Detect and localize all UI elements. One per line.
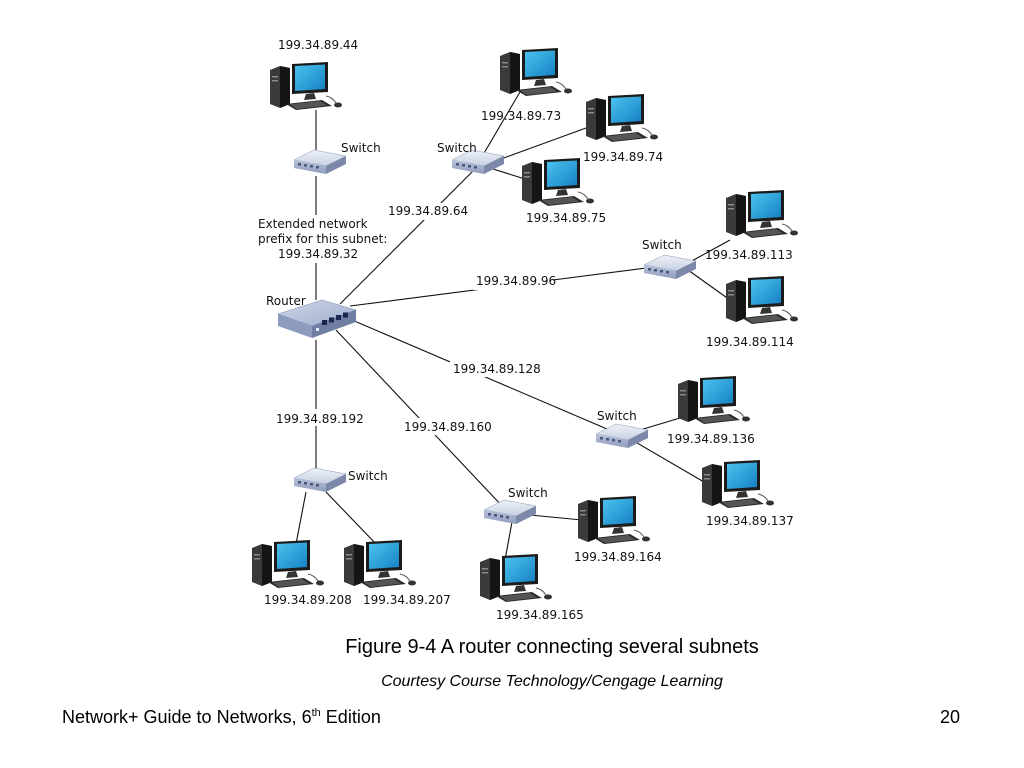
line-router-switch64	[339, 165, 479, 305]
link-label: 199.34.89.192	[276, 412, 364, 426]
host-label: 199.34.89.74	[583, 150, 663, 164]
network-diagram: 199.34.89.44 Switch Extended network pre…	[251, 38, 799, 622]
host-label: 199.34.89.114	[706, 335, 794, 349]
computer-icon	[499, 47, 573, 97]
computer-icon	[577, 495, 651, 545]
host-label: 199.34.89.207	[363, 593, 451, 607]
line-switch-pc136	[639, 417, 681, 431]
computer-icon	[725, 275, 799, 325]
router-label: Router	[266, 294, 306, 308]
line-switch-pc114	[687, 269, 731, 301]
switch-label: Switch	[341, 141, 381, 155]
line-switch-pc73	[479, 91, 521, 161]
line-switch-pc137	[631, 439, 705, 483]
switch-label: Switch	[642, 238, 682, 252]
host-label: 199.34.89.136	[667, 432, 755, 446]
computer-icon	[343, 539, 417, 589]
switch-icon	[293, 149, 347, 175]
computer-icon	[701, 459, 775, 509]
switch-icon	[643, 254, 697, 280]
courtesy-credit: Courtesy Course Technology/Cengage Learn…	[381, 673, 723, 690]
computer-icon	[585, 93, 659, 143]
computer-icon	[479, 553, 553, 603]
switch-label: Switch	[508, 486, 548, 500]
switch-label: Switch	[437, 141, 477, 155]
host-label: 199.34.89.165	[496, 608, 584, 622]
link-label: 199.34.89.96	[476, 274, 556, 288]
line-switch-pc207	[325, 491, 379, 547]
host-label: 199.34.89.137	[706, 514, 794, 528]
link-label: 199.34.89.64	[388, 204, 468, 218]
link-label: 199.34.89.128	[453, 362, 541, 376]
computer-icon	[269, 61, 343, 111]
computer-icon	[725, 189, 799, 239]
footer-title-prefix: Network+ Guide to Networks, 6	[62, 707, 312, 727]
host-label: 199.34.89.208	[264, 593, 352, 607]
figure-caption: Figure 9-4 A router connecting several s…	[345, 636, 759, 658]
line-switch-pc74	[489, 127, 587, 164]
prefix-label-line1: Extended network	[258, 217, 368, 231]
host-label: 199.34.89.44	[278, 38, 358, 52]
switch-icon	[293, 467, 347, 493]
switch-label: Switch	[348, 469, 388, 483]
footer-book-title: Network+ Guide to Networks, 6th Edition	[62, 707, 381, 728]
link-label: 199.34.89.160	[404, 420, 492, 434]
switch-label: Switch	[597, 409, 637, 423]
page-number: 20	[940, 707, 961, 727]
switch-icon	[483, 499, 537, 525]
line-switch-pc75	[489, 167, 529, 181]
prefix-label-line3: 199.34.89.32	[278, 247, 358, 261]
computer-icon	[677, 375, 751, 425]
line-switch-pc165	[504, 521, 513, 561]
line-switch-pc113	[689, 239, 731, 263]
host-label: 199.34.89.73	[481, 109, 561, 123]
host-label: 199.34.89.75	[526, 211, 606, 225]
footer-title-sup: th	[311, 707, 321, 719]
computer-icon	[521, 157, 595, 207]
footer-title-suffix: Edition	[320, 707, 381, 727]
prefix-label-line2: prefix for this subnet:	[258, 232, 387, 246]
computer-icon	[251, 539, 325, 589]
host-label: 199.34.89.113	[705, 248, 793, 262]
host-label: 199.34.89.164	[574, 550, 662, 564]
line-switch-pc208	[295, 491, 307, 545]
line-switch-pc164	[529, 514, 583, 521]
